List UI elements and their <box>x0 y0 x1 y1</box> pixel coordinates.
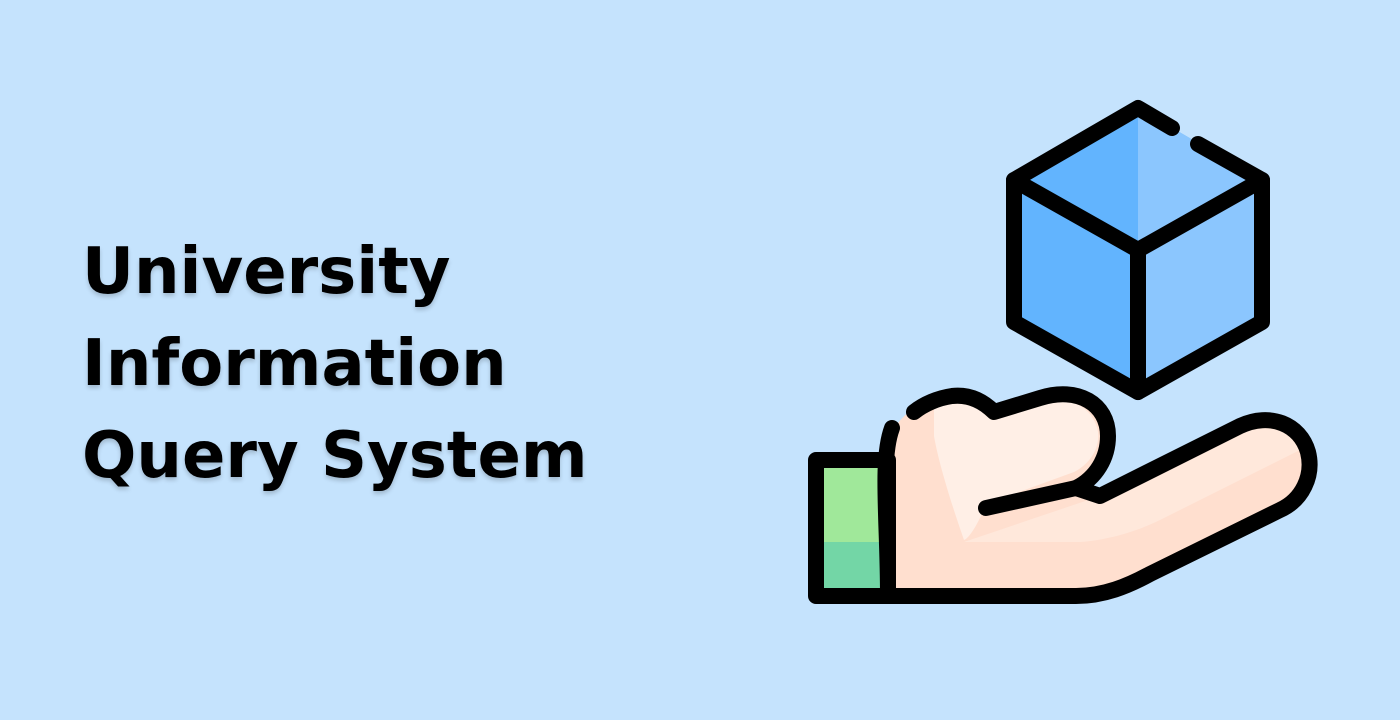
page-title: University Information Query System <box>82 226 588 502</box>
hand-cuff-outline <box>808 452 896 604</box>
hand-cuff-top <box>816 460 888 542</box>
hand-icon <box>808 386 1318 604</box>
title-line-1: University <box>82 235 451 309</box>
hand-highlight <box>934 399 1099 540</box>
hand-thumb-line <box>978 480 1084 516</box>
cube-inner-edges <box>1006 172 1270 400</box>
hand-cuff-bottom <box>816 542 888 596</box>
cube-outline <box>1006 100 1270 400</box>
title-line-3: Query System <box>82 419 588 493</box>
cube-icon <box>1006 100 1270 400</box>
hand-outline <box>877 386 1318 604</box>
title-line-2: Information <box>82 327 507 401</box>
cube-top-face-highlight <box>1138 108 1262 250</box>
hand-holding-cube-icon <box>808 100 1318 604</box>
